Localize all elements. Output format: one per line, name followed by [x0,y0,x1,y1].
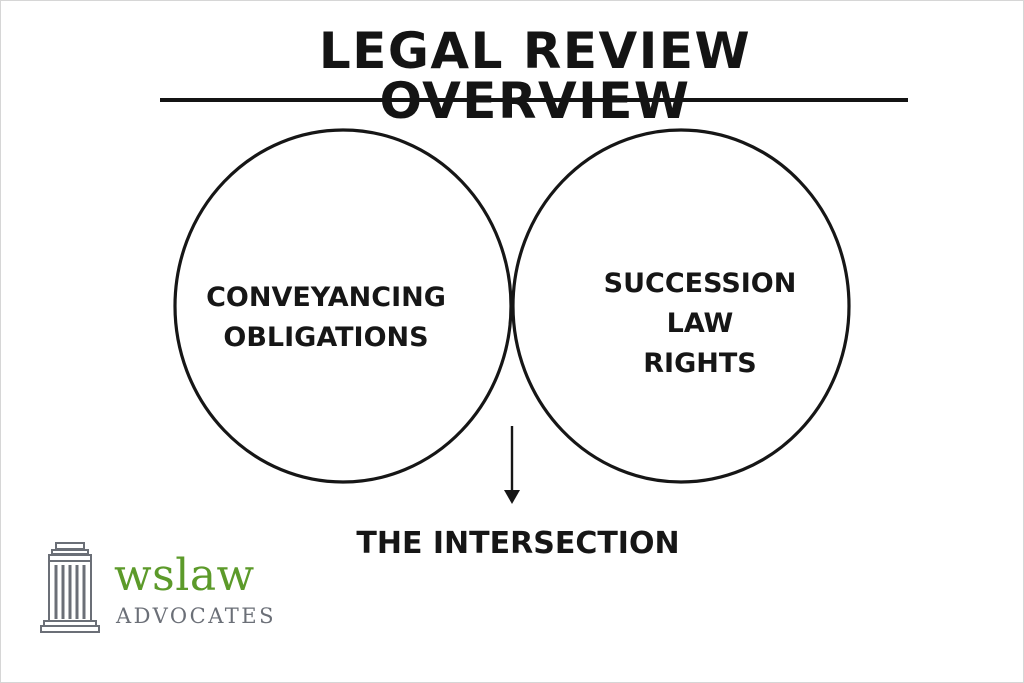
title-underline [160,98,908,102]
brand-subtitle: ADVOCATES [116,604,276,628]
left-set-circle [173,128,513,484]
right-set-circle [511,128,851,484]
brand-name: wslaw [114,550,255,601]
building-icon [40,542,100,633]
intersection-region [513,130,849,482]
brand-logo: wslaw ADVOCATES [40,540,300,640]
left-set-label-line-1: CONVEYANCING [206,282,446,313]
left-set-label-line-2: OBLIGATIONS [223,322,428,353]
right-set-label-line-1: SUCCESSION [604,268,797,299]
right-set-label-line-2: LAW [667,308,734,339]
intersection-arrow-head [504,490,520,504]
intersection-label: THE INTERSECTION [356,526,679,561]
right-set-label-line-3: RIGHTS [643,348,756,379]
